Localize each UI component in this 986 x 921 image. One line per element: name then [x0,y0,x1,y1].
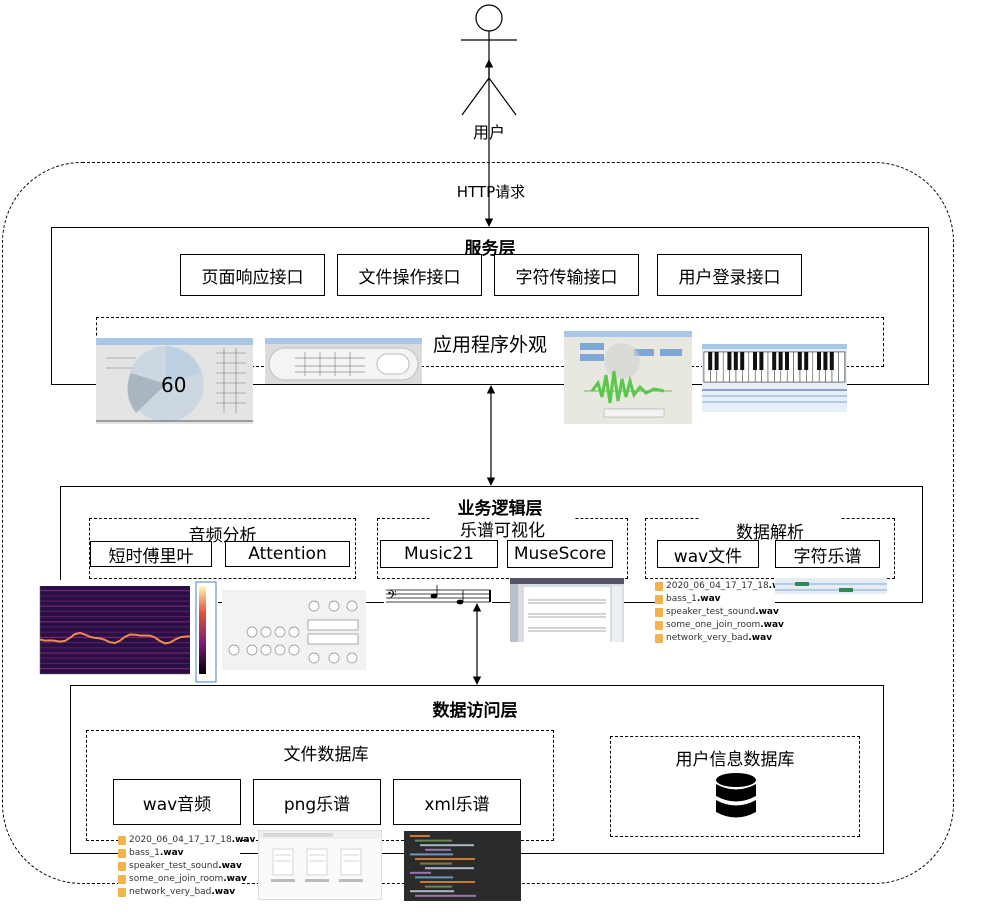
musescore-image [510,578,624,642]
file-ext: .wav [748,633,773,643]
file-icon [118,862,126,871]
file-list-item: some_one_join_room.wav [655,619,784,632]
file-list-item: network_very_bad.wav [655,632,775,645]
interface-file-operation: 文件操作接口 [337,254,482,296]
file-name: some_one_join_room [129,874,224,884]
file-list-item: 2020_06_04_17_17_18.wav [655,580,792,593]
file-ext: .wav [760,620,784,630]
app-screenshot-dial: 60 [96,338,253,424]
http-request-label: HTTP请求 [436,180,546,202]
file-ext: .wav [755,607,779,617]
file-icon [655,608,663,617]
interface-user-login: 用户登录接口 [657,254,802,296]
file-list-item: 2020_06_04_17_17_18.wav [118,834,255,847]
file-icon [655,621,663,630]
file-ext: .wav [696,594,721,604]
user-database-group [610,736,860,837]
app-screenshot-piano [702,344,847,412]
file-name: network_very_bad [666,633,749,643]
file-name: network_very_bad [129,887,212,897]
app-screenshot-waveform [564,331,692,424]
spectrogram-image [28,580,218,684]
attention-model-image [222,590,366,670]
file-list-item: bass_1.wav [118,847,240,860]
file-list-item: speaker_test_sound.wav [655,606,779,619]
file-icon [118,888,126,897]
file-name: speaker_test_sound [129,861,219,871]
file-ext: .wav [218,861,242,871]
file-icon [655,582,663,591]
box-music21: Music21 [380,540,498,568]
box-wav-audio: wav音频 [113,779,241,825]
file-ext: .wav [231,835,256,845]
data-wav-file-list: 2020_06_04_17_17_18.wav bass_1.wav speak… [118,834,255,900]
box-xml-score: xml乐谱 [393,779,521,825]
user-label: 用户 [472,123,505,142]
file-list-item: some_one_join_room.wav [118,873,247,886]
app-appearance-title: 应用程序外观 [400,330,580,357]
group-score-visualization-title: 乐谱可视化 [430,516,575,541]
file-name: speaker_test_sound [666,607,756,617]
file-name: 2020_06_04_17_17_18 [129,835,232,845]
box-char-score: 字符乐谱 [775,540,880,568]
box-png-score: png乐谱 [253,779,381,825]
file-ext: .wav [223,874,247,884]
file-icon [655,595,663,604]
music21-staff-image: 𝄢 [384,584,492,606]
file-name: 2020_06_04_17_17_18 [666,581,769,591]
file-name: bass_1 [666,594,697,604]
file-name: some_one_join_room [666,620,761,630]
file-name: bass_1 [129,848,160,858]
logic-wav-file-list: 2020_06_04_17_17_18.wav bass_1.wav speak… [655,580,792,645]
interface-page-response: 页面响应接口 [180,254,325,296]
group-data-parsing-title: 数据解析 [700,518,840,543]
app-screenshot-guitar [265,338,422,384]
svg-text:𝄢: 𝄢 [387,588,397,606]
file-ext: .wav [159,848,184,858]
file-list-item: bass_1.wav [655,593,775,606]
group-audio-analysis [89,518,356,579]
database-icon [716,773,756,818]
box-wav-file: wav文件 [657,540,759,568]
file-list-item: speaker_test_sound.wav [118,860,242,873]
file-icon [655,634,663,643]
user-database-title: 用户信息数据库 [675,750,795,770]
file-database-title: 文件数据库 [283,745,369,765]
xml-code-image [404,831,521,901]
file-ext: .wav [211,887,236,897]
box-musescore: MuseScore [507,540,613,568]
box-stft: 短时傅里叶 [90,541,212,567]
user-actor-icon [461,4,517,116]
file-icon [118,849,126,858]
data-access-layer [70,685,884,854]
logic-layer-title: 业务逻辑层 [457,499,543,519]
file-list-item: network_very_bad.wav [118,886,240,899]
dial-value: 60 [161,373,187,397]
file-icon [118,836,126,845]
box-attention: Attention [225,541,350,567]
interface-char-transfer: 字符传输接口 [494,254,639,296]
png-explorer-image [258,830,382,900]
data-access-layer-title: 数据访问层 [432,701,518,721]
file-icon [118,875,126,884]
char-score-strip-image [775,578,887,594]
